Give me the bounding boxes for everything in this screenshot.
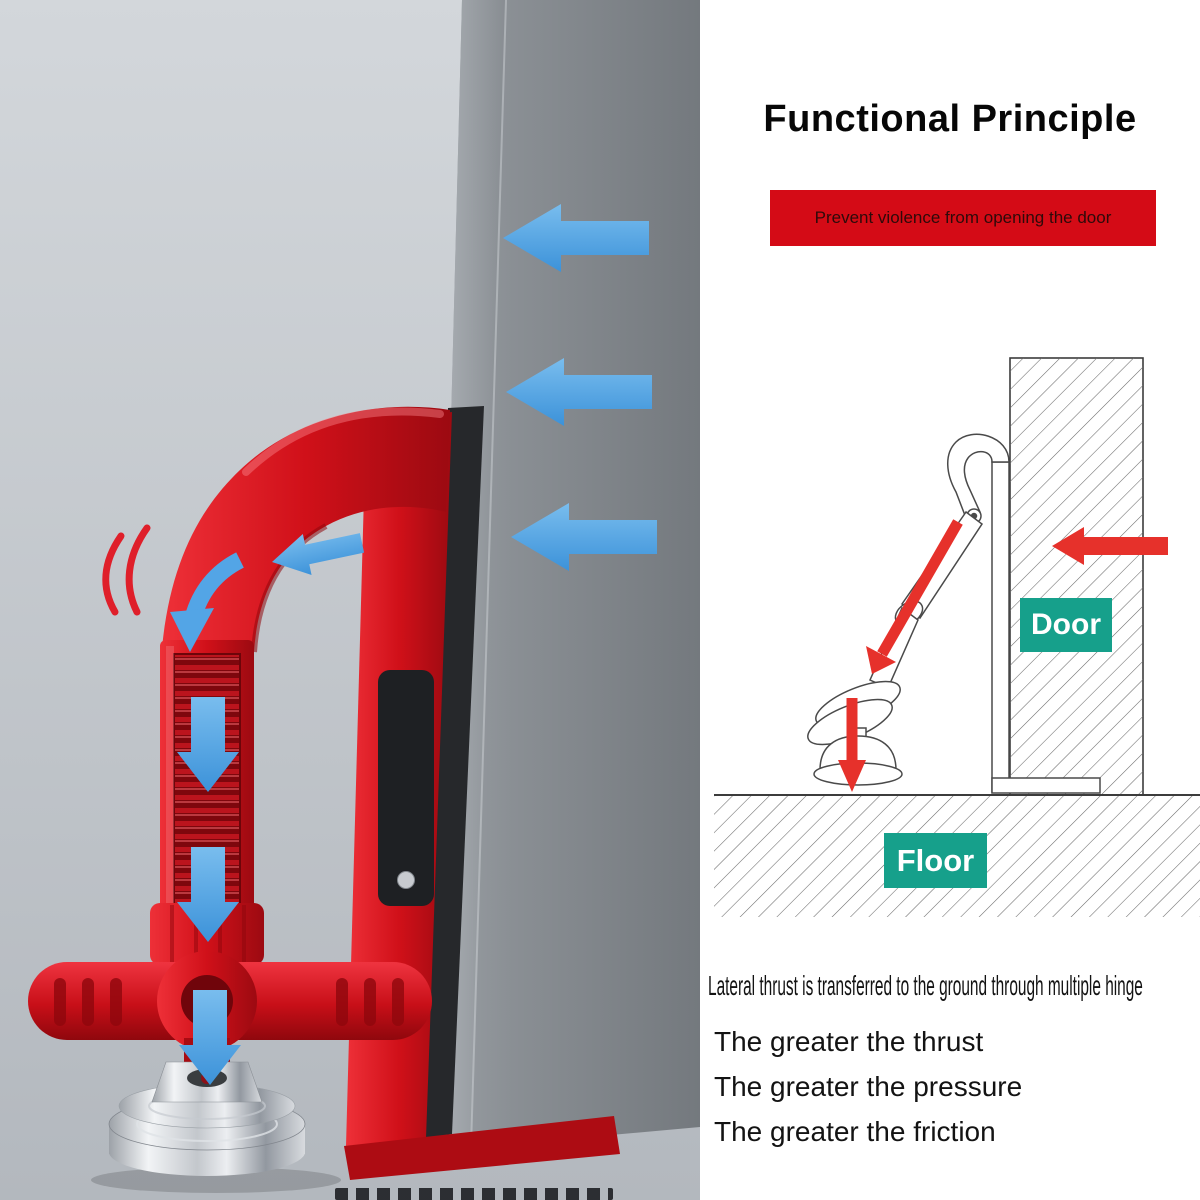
column-highlight	[166, 646, 174, 964]
housing-screw	[397, 871, 415, 889]
left-arrow-icon	[511, 503, 657, 571]
left-arrow-icon	[503, 204, 649, 272]
caption-line: The greater the friction	[714, 1116, 996, 1147]
push-arrow-icon	[1052, 527, 1168, 565]
floor-label: Floor	[884, 833, 987, 888]
motion-arc	[102, 532, 125, 616]
caption-line: Lateral thrust is transferred to the gro…	[708, 970, 1200, 1002]
cropped-text-fragment	[335, 1188, 613, 1200]
left-arrow-icon	[506, 358, 652, 426]
warning-banner-text: Prevent violence from opening the door	[814, 208, 1112, 227]
motion-arc	[125, 524, 151, 616]
door-lock-device	[28, 406, 620, 1193]
caption-line-text: Lateral thrust is transferred to the gro…	[708, 970, 1143, 1001]
collar-ridges	[170, 905, 246, 963]
product-photo-panel	[0, 0, 700, 1200]
device-door-pad	[420, 406, 484, 1139]
curved-arrow-head	[170, 608, 214, 652]
panel-title: Functional Principle	[763, 98, 1137, 140]
small-left-arrow-icon	[272, 533, 365, 576]
thrust-arrow-icon	[866, 519, 963, 674]
door-label: Door	[1020, 598, 1112, 652]
handle-grips	[54, 978, 404, 1026]
warning-banner: Prevent violence from opening the door	[770, 190, 1156, 246]
down-arrow-icon	[177, 697, 239, 792]
chrome-foot	[108, 1061, 306, 1176]
wall-section	[1009, 357, 1144, 796]
foot-shadow	[91, 1167, 341, 1193]
down-arrow-icon	[177, 847, 239, 942]
door-push-arrows	[503, 204, 657, 571]
diagram-force-arrows	[838, 519, 1168, 792]
force-flow-arrows	[102, 524, 365, 1085]
arm-inner-shade	[251, 523, 328, 653]
principle-panel: Functional Principle Prevent violence fr…	[700, 0, 1200, 1200]
product-photo-scene	[0, 0, 700, 1200]
device-lock-housing	[378, 670, 434, 906]
down-arrow-icon	[179, 990, 241, 1085]
caption-line: The greater the thrust	[714, 1026, 984, 1057]
ground-arrow-icon	[838, 698, 866, 792]
arm-highlight	[242, 407, 444, 476]
caption-line: The greater the pressure	[714, 1071, 1023, 1102]
device-bottom-lip	[344, 1116, 620, 1180]
device-arm	[162, 406, 450, 652]
